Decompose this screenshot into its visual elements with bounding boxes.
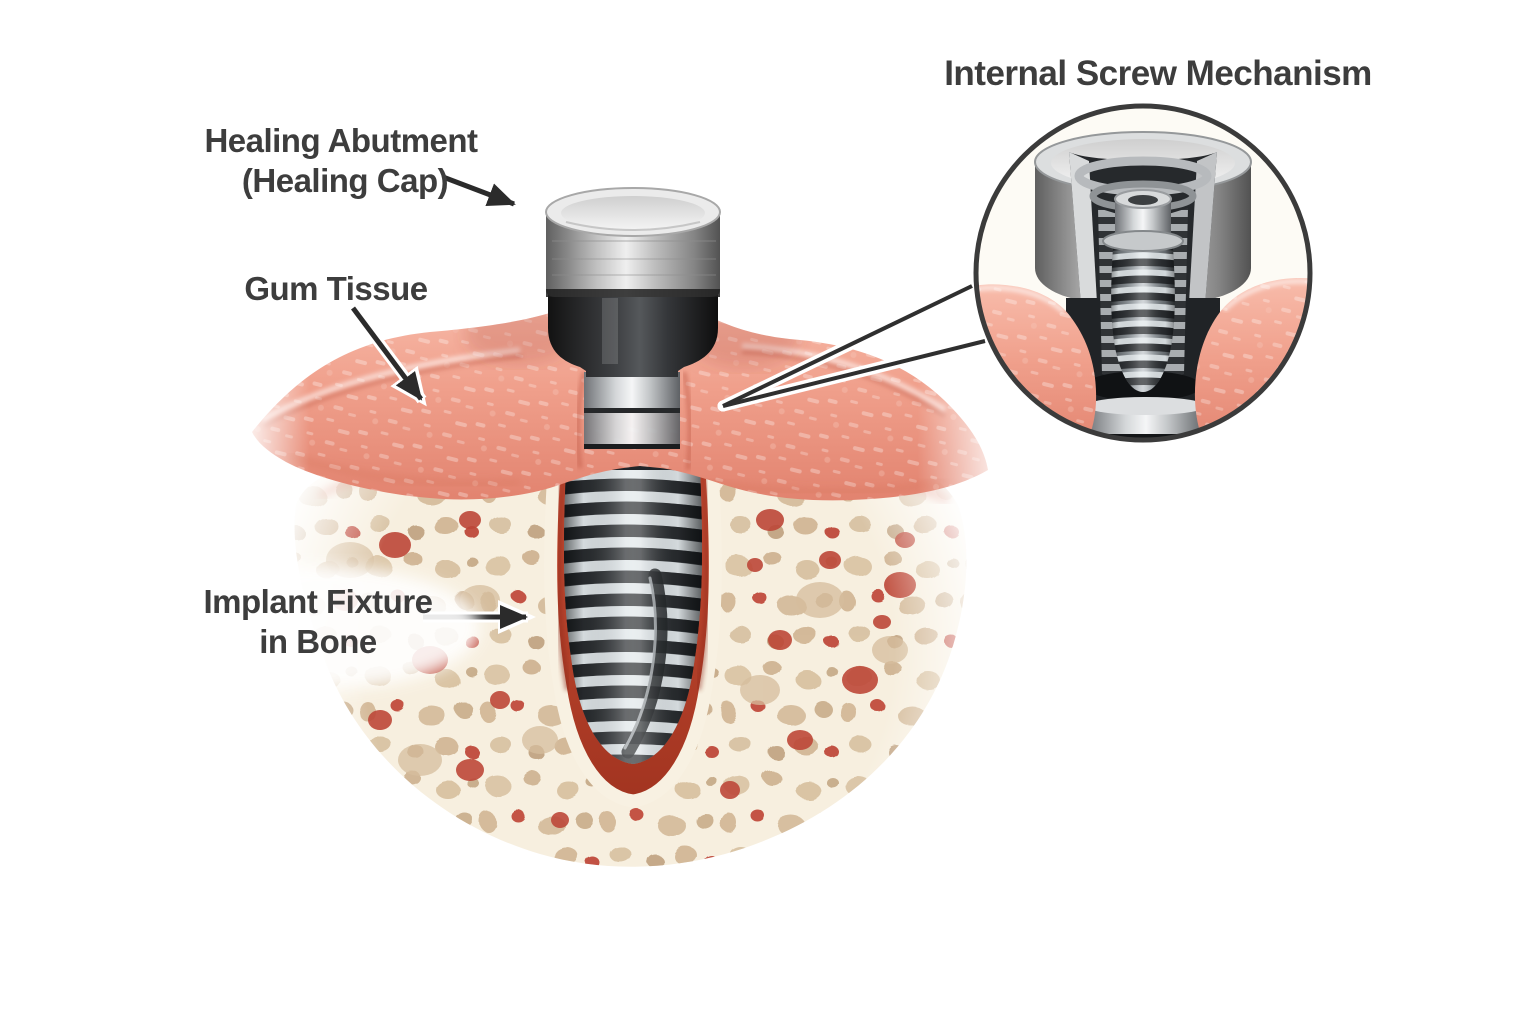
inset-central-screw xyxy=(1111,232,1175,392)
bone-tan-patches xyxy=(326,542,908,776)
label-healing-abutment-line1: Healing Abutment xyxy=(204,122,478,159)
inset-screw-bore xyxy=(1128,195,1158,205)
label-healing-abutment-line2: (Healing Cap) xyxy=(242,162,448,199)
label-halo xyxy=(160,566,480,690)
arrow-to-healing-cap xyxy=(442,174,516,207)
labels: Healing Abutment (Healing Cap) Gum Tissu… xyxy=(203,54,1372,660)
label-gum-tissue: Gum Tissue xyxy=(244,270,427,307)
label-implant-fixture-line1: Implant Fixture xyxy=(203,583,432,620)
inset-circle-outline xyxy=(973,103,1313,443)
abutment-neck-art xyxy=(584,372,680,449)
healing-cap-art xyxy=(545,187,721,297)
implant-fixture-art xyxy=(564,448,702,764)
arrow-to-gum-tissue xyxy=(350,306,424,401)
abutment-collar-art xyxy=(548,294,718,377)
label-implant-fixture-line2: in Bone xyxy=(259,623,377,660)
inset-title: Internal Screw Mechanism xyxy=(944,54,1372,93)
inset-internal-screw xyxy=(973,103,1313,443)
gum-crease-left xyxy=(263,354,523,428)
callout-leader-lines xyxy=(717,280,991,412)
